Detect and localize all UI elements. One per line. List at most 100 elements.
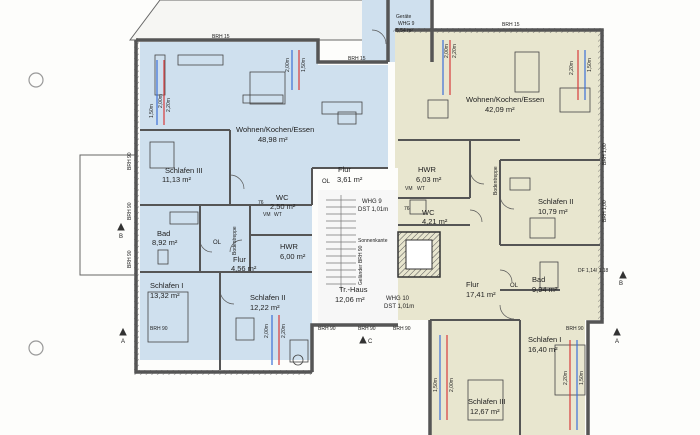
section-letter: B bbox=[619, 281, 623, 287]
railing-note: Geländer BRH 90 bbox=[358, 245, 364, 285]
room-area: 42,09 m² bbox=[485, 105, 515, 114]
room-area: 11,13 m² bbox=[162, 175, 192, 184]
unit-label: DST 1,01m bbox=[358, 207, 388, 213]
section-letter: B bbox=[119, 234, 123, 240]
room-area: 10,79 m² bbox=[538, 207, 568, 216]
room-area: 48,98 m² bbox=[258, 135, 288, 144]
appliance-label: WT bbox=[274, 212, 282, 218]
section-letter: A bbox=[615, 339, 619, 345]
left-unit-floor bbox=[140, 42, 388, 360]
height-dim: 2,00m bbox=[449, 378, 455, 392]
height-dim: 1,50m bbox=[579, 371, 585, 385]
room-name: Wohnen/Kochen/Essen bbox=[236, 125, 314, 134]
window-sill-label: BRH 90 bbox=[127, 202, 133, 220]
section-letter: A bbox=[121, 339, 125, 345]
window-sill-label: BRH 90 bbox=[358, 326, 376, 332]
room-area: 2,50 m² bbox=[270, 202, 296, 211]
room-name: Schlafen III bbox=[165, 166, 203, 175]
door-swings bbox=[199, 29, 515, 320]
room-area: 17,41 m² bbox=[466, 290, 496, 299]
room-name: Geräte bbox=[396, 14, 412, 20]
binder-hole bbox=[28, 72, 44, 88]
height-dim: 2,00m bbox=[444, 44, 450, 58]
door-number: 76 bbox=[258, 200, 264, 206]
window-sill-label: BRH 90 bbox=[127, 250, 133, 268]
room-name: Schlafen I bbox=[150, 281, 183, 290]
room-name: Schlafen II bbox=[250, 293, 285, 302]
room-area: 12,22 m² bbox=[250, 303, 280, 312]
room-area: 16,40 m² bbox=[528, 345, 558, 354]
stair-note: Bodentreppe bbox=[232, 226, 238, 255]
interior-walls bbox=[140, 129, 600, 435]
room-area: 5,54 m² bbox=[396, 28, 413, 34]
wall-hatching bbox=[134, 28, 604, 375]
room-name: Schlafen I bbox=[528, 335, 561, 344]
window-sill-label: BRH 90 bbox=[127, 152, 133, 170]
light-label: OL bbox=[213, 240, 222, 246]
window-sill-label: BRH 90 bbox=[566, 326, 584, 332]
section-markers bbox=[117, 222, 627, 344]
room-area: 6,03 m² bbox=[416, 175, 442, 184]
height-dim: 2,20m bbox=[569, 61, 575, 75]
room-name: HWR bbox=[418, 165, 436, 174]
room-name: HWR bbox=[280, 242, 298, 251]
room-name: Tr.-Haus bbox=[339, 285, 368, 294]
window-sill-label: BRH 90 bbox=[318, 326, 336, 332]
edge-label: Sonnenkante bbox=[358, 238, 388, 244]
room-name: Flur bbox=[338, 165, 351, 174]
window-sill-label: BRH 15 bbox=[212, 34, 230, 40]
door-number: 76 bbox=[404, 206, 410, 212]
window-sill-label: BRH 90 bbox=[150, 326, 168, 332]
unit-label: WHG 10 bbox=[386, 296, 410, 302]
stair-note: Bodentreppe bbox=[493, 166, 499, 195]
height-dim: 2,00m bbox=[285, 58, 291, 72]
stair-hall bbox=[318, 190, 398, 325]
room-name: Wohnen/Kochen/Essen bbox=[466, 95, 544, 104]
room-area: 13,32 m² bbox=[150, 291, 180, 300]
room-name: Flur bbox=[466, 280, 479, 289]
right-unit-floor bbox=[395, 30, 600, 435]
height-dim: 2,00m bbox=[264, 324, 270, 338]
appliance-label: VM bbox=[405, 186, 413, 192]
height-dim: 1,50m bbox=[149, 104, 155, 118]
height-dim: 2,20m bbox=[452, 44, 458, 58]
window-sill-label: BRH 1,00 bbox=[602, 143, 608, 165]
window-sill-label: BRH 90 bbox=[393, 326, 411, 332]
room-area: 3,61 m² bbox=[337, 175, 363, 184]
room-name: Bad bbox=[157, 229, 170, 238]
window-sill-label: BRH 15 bbox=[502, 22, 520, 28]
light-label: OL bbox=[322, 179, 331, 185]
room-area: 9,94 m² bbox=[532, 285, 558, 294]
unit-label: WHG 9 bbox=[362, 199, 382, 205]
window-sill-label: BRH 15 bbox=[348, 56, 366, 62]
staircase bbox=[326, 195, 356, 290]
furniture bbox=[147, 51, 591, 421]
room-area: 8,92 m² bbox=[152, 238, 178, 247]
window-sill-label: BRH 1,00 bbox=[602, 200, 608, 222]
height-dim: 1,50m bbox=[433, 378, 439, 392]
appliance-label: VM bbox=[263, 212, 271, 218]
room-area: 4,21 m² bbox=[422, 217, 448, 226]
room-area: 12,06 m² bbox=[335, 295, 365, 304]
binder-hole bbox=[28, 340, 44, 356]
room-area: 12,67 m² bbox=[470, 407, 500, 416]
height-dim: 2,20m bbox=[563, 371, 569, 385]
room-name: WC bbox=[276, 193, 289, 202]
room-area: 6,00 m² bbox=[280, 252, 306, 261]
room-name: Flur bbox=[233, 255, 246, 264]
left-bay bbox=[129, 0, 371, 41]
room-name: Bad bbox=[532, 275, 545, 284]
height-dim: 1,50m bbox=[587, 58, 593, 72]
height-dim: 2,20m bbox=[281, 324, 287, 338]
unit-label: DST 1,01m bbox=[384, 304, 414, 310]
section-letter: C bbox=[368, 339, 373, 345]
light-label: OL bbox=[510, 283, 519, 289]
height-dim: 1,50m bbox=[301, 58, 307, 72]
room-name: WC bbox=[422, 208, 435, 217]
height-dim: 2,20m bbox=[166, 98, 172, 112]
room-name: Schlafen III bbox=[468, 397, 506, 406]
room-area: 4,56 m² bbox=[231, 264, 257, 273]
room-unit: WHG 9 bbox=[398, 21, 415, 27]
height-lines bbox=[156, 40, 586, 430]
